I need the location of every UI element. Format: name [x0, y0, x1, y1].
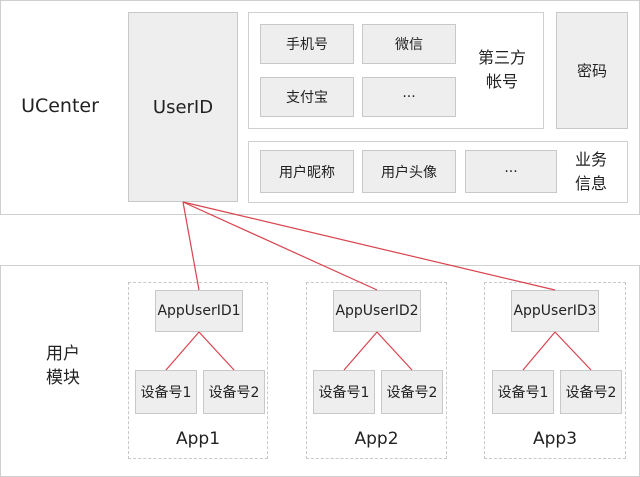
userid-box: UserID [128, 12, 238, 202]
ucenter-label: UCenter [21, 95, 99, 117]
device-box-2-2: 设备号2 [381, 370, 443, 414]
third-party-item-alipay: 支付宝 [260, 77, 354, 117]
user-module-label: 用户 模块 [28, 338, 98, 394]
app-name-1: App1 [175, 429, 221, 449]
connector-app3-device1 [522, 331, 556, 371]
device-box-3-2: 设备号2 [560, 370, 622, 414]
user-module-label-line2: 模块 [46, 368, 80, 388]
connector-app2-device2 [376, 331, 413, 371]
app-name-3: App3 [532, 429, 578, 449]
app-container-2 [306, 282, 447, 459]
connector-app3-device2 [554, 331, 592, 371]
business-item-more: ··· [465, 150, 557, 193]
third-party-label-line2: 帐号 [485, 72, 518, 91]
business-label-line2: 信息 [574, 174, 607, 193]
business-label: 业务 信息 [560, 144, 622, 200]
third-party-label: 第三方 帐号 [462, 42, 542, 98]
device-box-1-2: 设备号2 [203, 370, 265, 414]
app-container-3 [484, 282, 626, 459]
third-party-item-more: ··· [362, 77, 456, 117]
business-item-nickname: 用户昵称 [260, 150, 354, 193]
connector-userid-app2 [182, 201, 378, 291]
third-party-label-line1: 第三方 [477, 48, 526, 67]
third-party-item-phone: 手机号 [260, 24, 354, 64]
password-label: 密码 [576, 62, 607, 80]
device-box-3-1: 设备号1 [492, 370, 554, 414]
user-module-label-line1: 用户 [46, 344, 80, 364]
third-party-item-wechat: 微信 [362, 24, 456, 64]
connector-app2-device1 [343, 331, 378, 371]
password-box: 密码 [556, 12, 628, 129]
app-user-id-1: AppUserID1 [155, 290, 243, 332]
userid-label: UserID [152, 96, 214, 118]
business-label-line1: 业务 [574, 150, 607, 169]
device-box-2-1: 设备号1 [313, 370, 375, 414]
app-user-id-2: AppUserID2 [333, 290, 421, 332]
connector-app1-device1 [165, 331, 200, 371]
connector-userid-app1 [182, 201, 200, 291]
device-box-1-1: 设备号1 [135, 370, 197, 414]
app-name-2: App2 [354, 429, 399, 449]
connector-userid-app3 [182, 201, 556, 291]
connector-app1-device2 [198, 331, 235, 371]
app-user-id-3: AppUserID3 [511, 290, 599, 332]
business-item-avatar: 用户头像 [362, 150, 456, 193]
